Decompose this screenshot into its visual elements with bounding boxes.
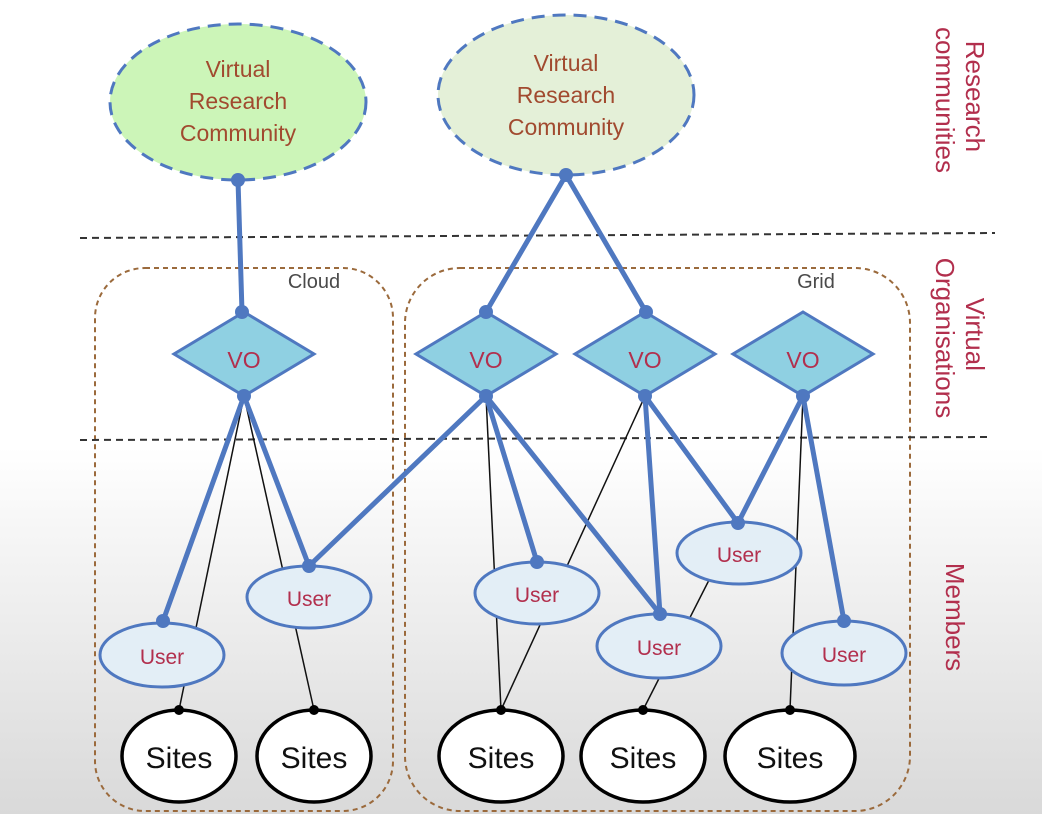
layer-label-vo: Virtual Organisations (930, 258, 990, 418)
layer-label-members: Members (940, 563, 970, 671)
community-label-line-2: Research (189, 88, 287, 114)
community-label-line-1: Virtual (534, 50, 599, 76)
community-label-line-2: Research (517, 82, 615, 108)
vo-label: VO (786, 347, 819, 373)
sites-label: Sites (468, 742, 535, 775)
sites-label: Sites (757, 742, 824, 775)
virtual-research-community-2: Virtual Research Community (436, 13, 696, 177)
user-label: User (287, 588, 331, 611)
vo-node-cloud: VO (171, 310, 317, 398)
user-label: User (822, 644, 866, 667)
sites-node-5: Sites (723, 708, 857, 804)
community-label-line-1: Virtual (206, 56, 271, 82)
sites-node-1: Sites (120, 708, 238, 804)
sites-label: Sites (146, 742, 213, 775)
user-label: User (637, 637, 681, 660)
community-label-line-3: Community (508, 114, 625, 140)
vo-node-grid-3: VO (730, 310, 876, 398)
user-node-5: User (675, 520, 803, 586)
community-ellipse (108, 22, 368, 182)
vo-node-grid-2: VO (572, 310, 718, 398)
cloud-group-box (94, 267, 394, 812)
sites-node-3: Sites (437, 708, 565, 804)
grid-group-label: Grid (797, 271, 835, 293)
vo-node-grid-1: VO (413, 310, 559, 398)
layer-label-research-line-1: Research (960, 41, 990, 152)
user-node-1: User (98, 621, 226, 689)
site-connection-dots (174, 705, 795, 715)
community-ellipse (436, 13, 696, 177)
sites-node-4: Sites (579, 708, 707, 804)
user-label: User (140, 646, 184, 669)
grid-group-box (404, 267, 911, 812)
sites-node-2: Sites (255, 708, 373, 804)
user-label: User (717, 544, 761, 567)
sites-label: Sites (281, 742, 348, 775)
vo-label: VO (628, 347, 661, 373)
vo-label: VO (227, 347, 260, 373)
layer-label-research: Research communities (930, 27, 990, 173)
vo-label: VO (469, 347, 502, 373)
user-node-3: User (473, 560, 601, 626)
user-node-6: User (780, 619, 908, 687)
community-label-line-3: Community (180, 120, 297, 146)
layer-separator-top (79, 232, 996, 239)
blue-connection-dots (156, 168, 851, 628)
cloud-group-label: Cloud (288, 271, 340, 293)
layer-separator-bottom (79, 436, 991, 441)
layer-label-research-line-2: communities (930, 27, 960, 173)
user-label: User (515, 584, 559, 607)
user-node-4: User (595, 612, 723, 680)
virtual-research-community-1: Virtual Research Community (108, 22, 368, 182)
layer-label-vo-line-1: Virtual (960, 298, 990, 371)
sites-label: Sites (610, 742, 677, 775)
layer-label-vo-line-2: Organisations (930, 258, 960, 418)
user-node-2: User (245, 564, 373, 630)
membership-edges (160, 172, 847, 624)
